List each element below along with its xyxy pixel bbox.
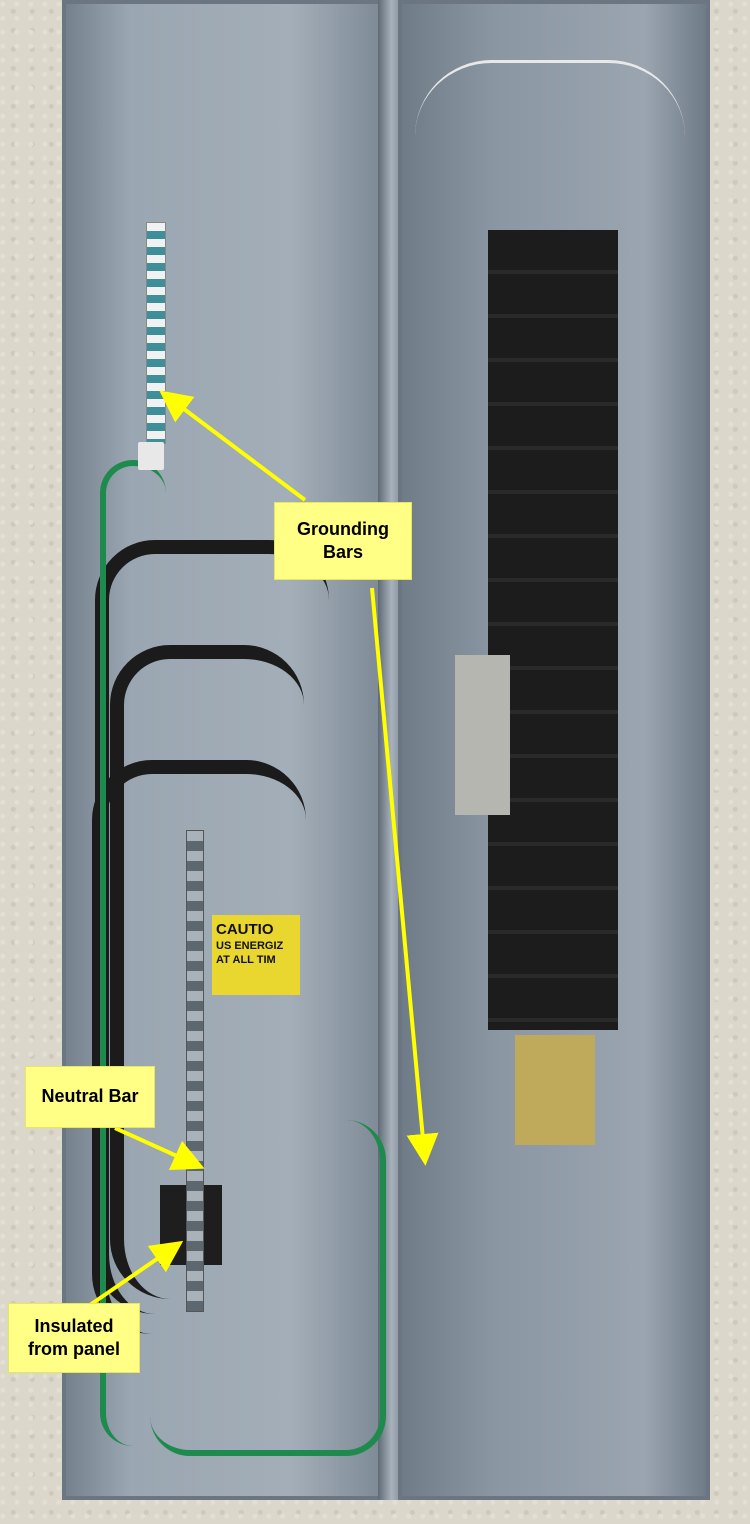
neutral-bar-label-text: Neutral Bar — [41, 1086, 139, 1107]
neutral-bar — [186, 830, 204, 1312]
arrow-to-neutral-bar — [114, 1126, 205, 1170]
caution-line-3: AT ALL TIM — [216, 953, 276, 966]
arrow-to-second-ground-bar — [370, 587, 439, 1166]
circuit-breakers — [488, 230, 618, 1030]
caution-title: CAUTIO — [216, 921, 274, 938]
breaker-cover — [455, 655, 510, 815]
insulated-label-line2: from panel — [27, 1339, 120, 1359]
grounding-lug — [138, 442, 164, 470]
insulated-label-line1: Insulated — [34, 1315, 114, 1336]
grounding-bars-label-line1: Grounding — [297, 518, 389, 539]
caution-sticker: CAUTIO US ENERGIZ AT ALL TIM — [212, 915, 300, 995]
brass-bus-plate — [515, 1035, 595, 1145]
caution-line-2: US ENERGIZ — [216, 939, 284, 952]
neutral-bar-label: Neutral Bar — [25, 1066, 155, 1128]
insulated-label: Insulated from panel — [8, 1303, 140, 1373]
arrow-to-insulator — [88, 1240, 184, 1307]
white-wire-bundle — [415, 60, 685, 213]
grounding-bars-label-line2: Bars — [322, 542, 364, 562]
arrow-to-ground-bar — [159, 390, 307, 502]
ground-wire-lower — [150, 1120, 386, 1456]
grounding-bars-label: Grounding Bars — [274, 502, 412, 580]
ground-wire — [100, 460, 166, 1446]
